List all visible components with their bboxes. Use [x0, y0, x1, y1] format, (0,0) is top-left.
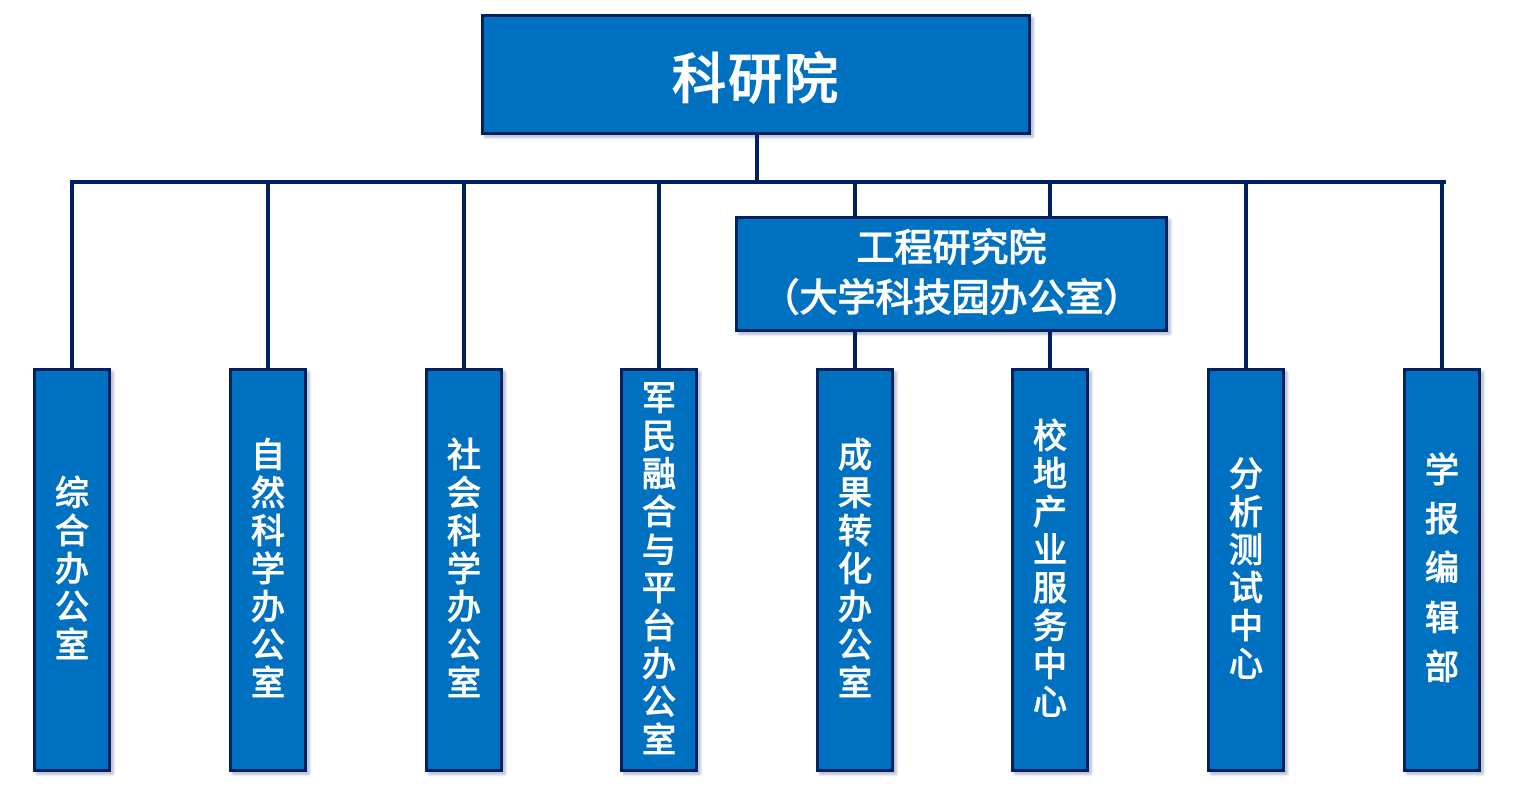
node-dept-label: 成果转化办公室	[838, 436, 872, 704]
node-dept-label: 校地产业服务中心	[1033, 417, 1067, 723]
node-dept-general-office: 综合办公室	[33, 368, 111, 772]
connector-drop-4	[657, 180, 661, 370]
connector-drop-2	[266, 180, 270, 370]
node-dept-label: 综合办公室	[55, 474, 89, 666]
node-engineering-label-line1: 工程研究院	[856, 227, 1047, 270]
connector-drop-3	[462, 180, 466, 370]
node-engineering-research-institute: 工程研究院 （大学科技园办公室）	[735, 216, 1168, 332]
node-research-institute-label: 科研院	[672, 50, 840, 110]
connector-drop-1	[70, 180, 74, 370]
node-dept-journal-editorial-department: 学报编辑部	[1403, 368, 1481, 772]
node-research-institute: 科研院	[481, 14, 1031, 135]
node-dept-social-science-office: 社会科学办公室	[425, 368, 503, 772]
node-dept-university-local-industry-service-center: 校地产业服务中心	[1011, 368, 1089, 772]
node-dept-analysis-testing-center: 分析测试中心	[1207, 368, 1285, 772]
connector-root-stem	[755, 133, 759, 182]
node-dept-label: 分析测试中心	[1229, 455, 1263, 685]
connector-engineering-drop-1	[853, 330, 857, 370]
connector-engineering-drop-2	[1048, 330, 1052, 370]
node-dept-label: 学报编辑部	[1425, 451, 1459, 687]
connector-drop-5	[853, 180, 857, 218]
node-dept-label: 军民融合与平台办公室	[642, 379, 676, 761]
node-dept-natural-science-office: 自然科学办公室	[229, 368, 307, 772]
node-dept-achievement-transformation-office: 成果转化办公室	[816, 368, 894, 772]
node-engineering-label-line2: （大学科技园办公室）	[761, 278, 1142, 320]
node-dept-label: 自然科学办公室	[251, 436, 285, 704]
connector-horizontal-bar	[70, 180, 1446, 184]
connector-drop-7	[1244, 180, 1248, 370]
connector-drop-8	[1440, 180, 1444, 370]
node-dept-military-civil-integration-platform-office: 军民融合与平台办公室	[620, 368, 698, 772]
connector-drop-6	[1048, 180, 1052, 218]
node-dept-label: 社会科学办公室	[447, 436, 481, 704]
